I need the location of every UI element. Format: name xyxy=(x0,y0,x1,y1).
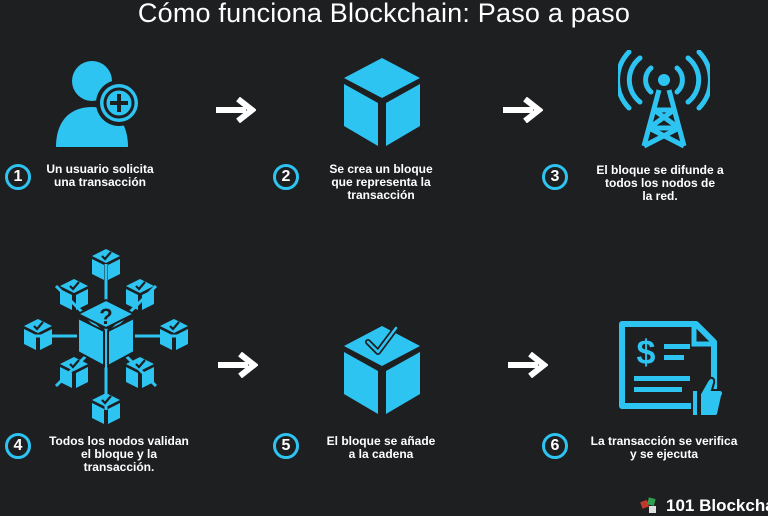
step-caption-2: Se crea un bloque que representa la tran… xyxy=(329,162,433,202)
step-number-6: 6 xyxy=(542,433,568,459)
step-caption-5: El bloque se añade a la cadena xyxy=(326,434,436,461)
svg-text:?: ? xyxy=(99,304,112,329)
arrow-right-icon xyxy=(503,97,543,123)
step-caption-6: La transacción se verifica y se ejecuta xyxy=(590,434,738,461)
arrow-right-icon xyxy=(216,97,256,123)
svg-text:$: $ xyxy=(637,334,656,372)
step-number-2: 2 xyxy=(273,164,299,190)
step-caption-3: El bloque se difunde a todos los nodos d… xyxy=(596,163,724,203)
step-number-4: 4 xyxy=(5,433,31,459)
step-caption-1: Un usuario solicita una transacción xyxy=(46,162,154,189)
arrow-right-icon xyxy=(218,352,258,378)
step-number-1: 1 xyxy=(5,164,31,190)
brand-name: 101 Blockchai xyxy=(666,496,768,515)
step-caption-4: Todos los nodos validan el bloque y la t… xyxy=(49,434,189,474)
add-user-icon xyxy=(56,61,142,147)
arrow-right-icon xyxy=(508,352,548,378)
invoice-approved-icon: $ xyxy=(619,321,724,417)
step-number-5: 5 xyxy=(273,433,299,459)
broadcast-tower-icon xyxy=(618,50,710,149)
step-number-3: 3 xyxy=(542,164,568,190)
node-network-icon: ? xyxy=(22,247,190,426)
checked-block-icon xyxy=(344,325,420,414)
brand-logo: 101 Blockchai xyxy=(640,496,768,516)
cube-block-icon xyxy=(344,58,420,146)
blocks-logo-icon xyxy=(640,497,656,513)
page-title: Cómo funciona Blockchain: Paso a paso xyxy=(137,0,631,28)
